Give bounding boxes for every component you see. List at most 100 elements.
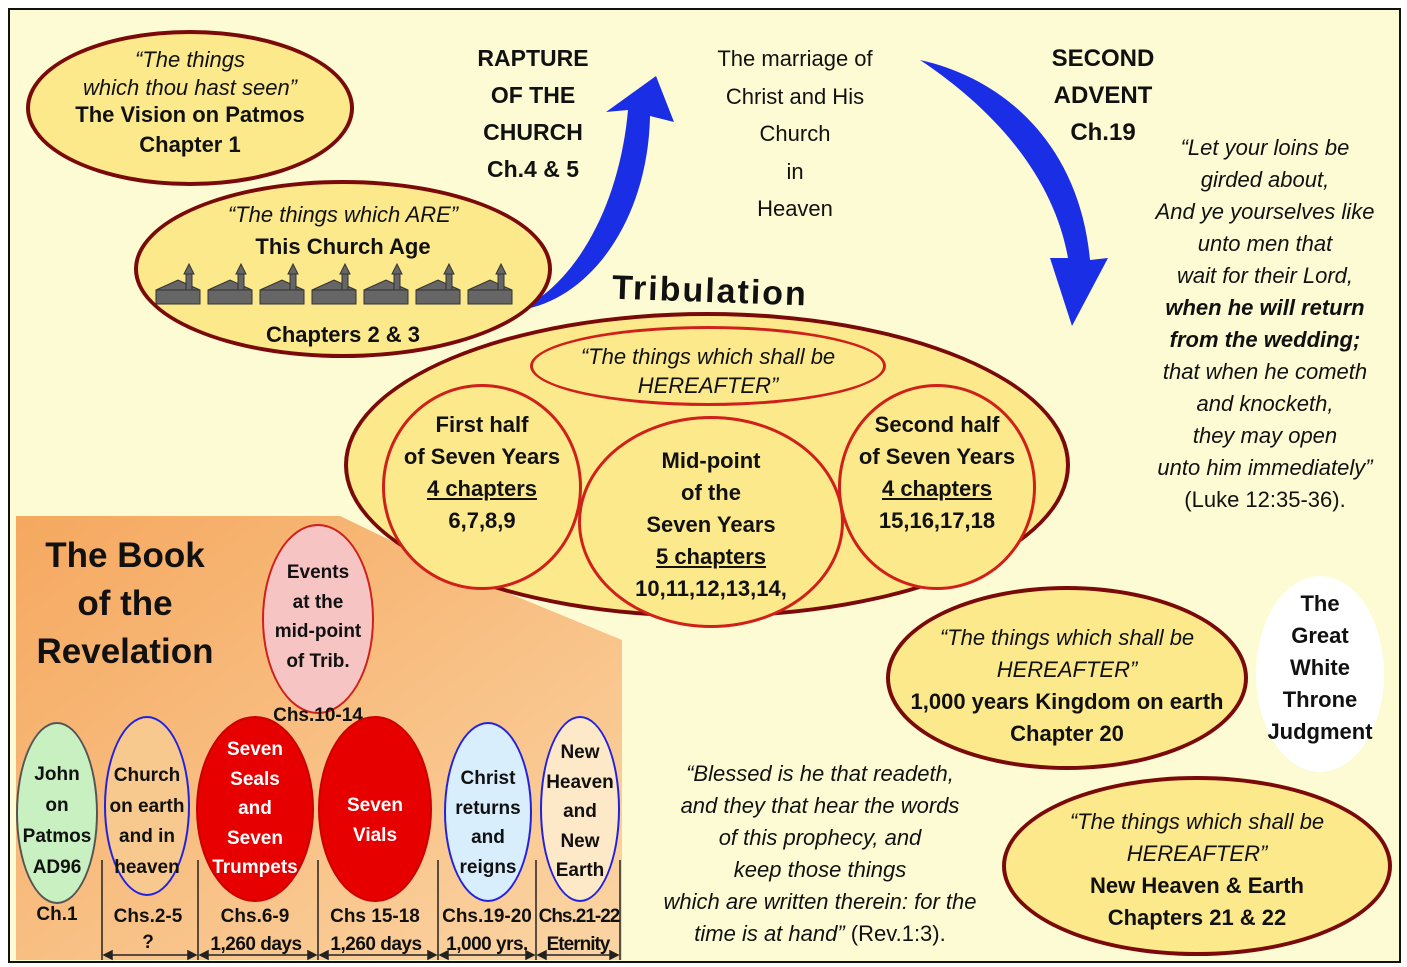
timeline-ellipse-new-heaven [540,716,620,902]
patmos-quote-line: “The things [134,47,246,72]
mid-point-ellipse [578,416,844,628]
hereafter-text: “The things which shall be HEREAFTER” [540,342,876,400]
kingdom-text: “The things which shall be HEREAFTER” 1,… [886,622,1248,750]
timeline-line: on [45,795,69,816]
white-throne-line: Judgment [1267,719,1373,744]
rapture-line: OF THE [490,82,576,108]
new-heaven-chapters: Chapters 21 & 22 [1107,905,1287,930]
timeline-line: and [563,801,597,822]
luke-quote: “Let your loins be girded about, And ye … [1124,132,1406,516]
timeline-line: Seals [230,768,280,790]
book-title-line: Revelation [36,632,214,671]
mid-events-line: mid-point [274,621,362,642]
timeline-label-vials: Seven Vials [318,791,432,850]
marriage-line: The marriage of [717,46,873,71]
white-throne-ellipse [1256,576,1384,772]
white-throne-line: White [1290,655,1350,680]
mid-events-chapters: Chs.10-14 [273,705,363,726]
timeline-line: Seven [347,795,403,816]
timeline-ellipse-john [16,722,98,904]
blessed-quote: “Blessed is he that readeth, and they th… [640,758,1000,950]
timeline-line: Seven [227,739,283,760]
second-half-ellipse [838,384,1036,590]
timeline-ellipse-christ [444,722,532,902]
timeline-line: and [238,798,272,819]
mid-events-line: Events [286,562,350,583]
white-throne-text: The Great White Throne Judgment [1248,588,1392,748]
mid-point-line: Mid-point [661,448,761,473]
kingdom-quote-line: “The things which shall be [939,625,1195,650]
timeline-label-christ: Christ returns and reigns [438,764,538,882]
timeline-chapters: Chs.6-9 [220,906,290,927]
second-half-text: Second half of Seven Years 4 chapters 15… [838,409,1036,537]
church-age-chapters: Chapters 2 & 3 [265,322,421,347]
hereafter-line: HEREAFTER” [637,373,779,398]
timeline-ellipse-seals [196,716,314,902]
timeline-label-new-heaven: New Heaven and New Earth [534,738,626,886]
kingdom-title: 1,000 years Kingdom on earth [910,689,1224,714]
blessed-line: and they that hear the words [680,793,960,818]
mid-events-text: Events at the mid-point of Trib. [262,558,374,676]
blessed-line: of this prophecy, and [718,825,922,850]
church-age-title: This Church Age [255,234,431,259]
timeline-line: John [34,764,80,785]
first-half-chapters: 6,7,8,9 [448,508,516,533]
timeline-chapters: Chs.19-20 [442,906,532,927]
marriage-line: Christ and His [725,83,865,109]
second-advent-line: ADVENT [1053,82,1153,109]
timeline-line: Church [113,765,181,786]
new-heaven-text: “The things which shall be HEREAFTER” Ne… [1002,806,1392,934]
white-throne-line: Great [1291,623,1349,648]
patmos-quote-line: which thou hast seen” [82,75,298,100]
timeline-line: Heaven [546,771,614,793]
timeline-chapters: Chs 15-18 [330,906,420,927]
timeline-line: AD96 [32,857,82,878]
luke-line: and knocketh, [1196,391,1334,416]
mid-point-chapters: 10,11,12,13,14, [635,576,787,601]
second-advent-label: SECOND ADVENT Ch.19 [1020,40,1186,151]
patmos-quote: “The things which thou hast seen” [40,46,340,102]
marriage-line: in [786,158,804,184]
kingdom-chapter: Chapter 20 [1010,721,1124,746]
timeline-line: and in [119,826,175,847]
blessed-line: which are written therein: for the [663,889,977,914]
second-half-line: of Seven Years [858,444,1016,469]
timeline-chapters: Chs.21-22 [538,906,621,927]
book-title: The Book of the Revelation [20,532,230,676]
mid-events-ellipse [262,524,374,714]
white-throne-line: The [1300,591,1340,616]
luke-bold-line: when he will return [1165,295,1365,320]
timeline-line: Trumpets [212,857,298,878]
kingdom-ellipse [886,586,1248,770]
hereafter-ellipse [530,326,886,406]
timeline-line: Patmos [22,826,92,847]
second-half-chapters: 15,16,17,18 [878,508,996,533]
timeline-line: Seven [227,827,283,849]
timeline-label-church: Church on earth and in heaven [98,761,196,883]
timeline-line: heaven [114,856,180,878]
second-advent-line: SECOND [1051,45,1155,72]
first-half-line: First half [435,412,529,437]
luke-line: they may open [1192,423,1338,448]
blessed-last-line: time is at hand” (Rev.1:3). [640,918,1000,950]
new-heaven-quote-line: HEREAFTER” [1126,841,1268,866]
new-heaven-ellipse [1002,776,1392,956]
timeline-label-john: John on Patmos AD96 [16,759,98,883]
timeline-line: New [560,742,600,763]
mid-events-line: at the [292,591,344,613]
timeline-duration: 1,260 days [330,934,422,955]
mid-point-text: Mid-point of the Seven Years 5 chapters … [578,445,844,605]
patmos-ellipse [26,30,354,186]
first-half-ellipse [382,384,582,590]
timeline-line: Earth [555,860,605,881]
blessed-last-italic: time is at hand” [694,921,845,946]
luke-line: wait for their Lord, [1176,263,1354,288]
marriage-label: The marriage of Christ and His Church in… [690,40,900,228]
timeline-line: and [471,827,505,848]
rapture-label: RAPTURE OF THE CHURCH Ch.4 & 5 [448,40,618,188]
new-heaven-quote-line: “The things which shall be [1069,809,1325,834]
